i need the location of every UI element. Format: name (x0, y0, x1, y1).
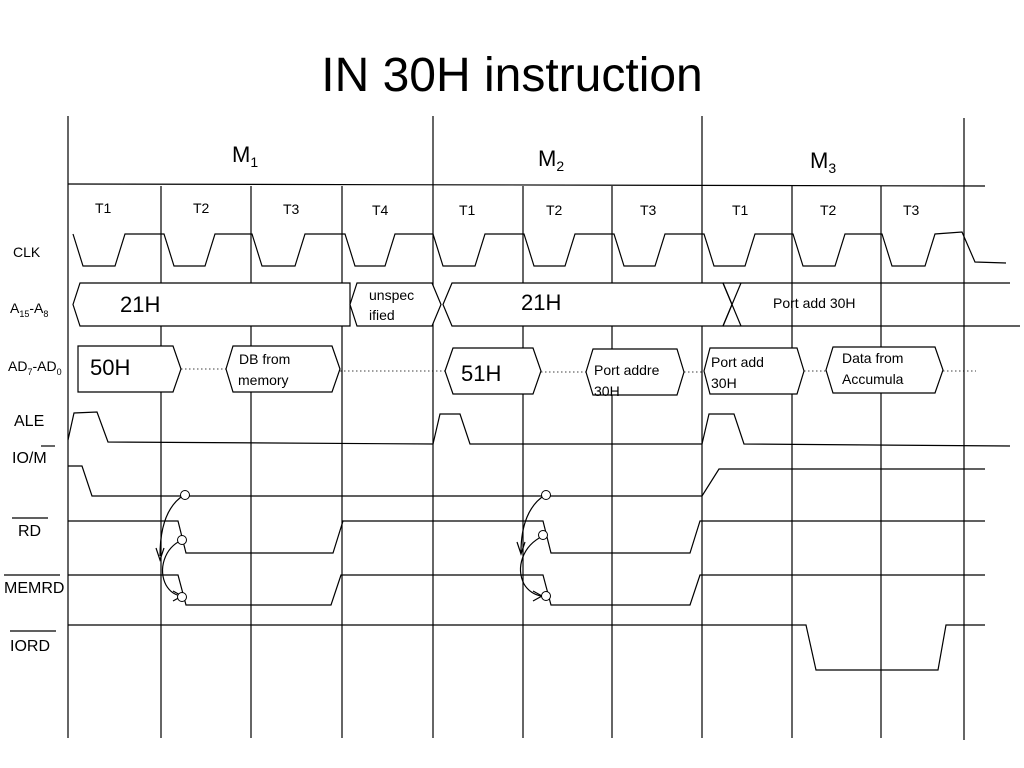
t-state-label: T1 (732, 202, 749, 218)
grid-line-header (67, 183, 986, 187)
causality-arrows-m2 (516, 490, 551, 602)
addr-high-value-2a: unspec (369, 287, 414, 303)
addr-low-value-5a: Port add (711, 354, 764, 370)
addr-high-value-3: 21H (521, 290, 561, 315)
grid (67, 116, 986, 740)
iord-waveform (68, 624, 985, 671)
addr-low-value-4b: 30H (594, 383, 620, 399)
t-state-label: T2 (820, 202, 837, 218)
ale-waveform (67, 411, 1011, 447)
t-state-label: T3 (283, 201, 300, 217)
addr-high-value-2b: ified (369, 307, 395, 323)
t-state-label: T1 (459, 202, 476, 218)
signal-label-rd: RD (18, 523, 41, 540)
addr-high-bus (72, 282, 1020, 327)
addr-low-value-5b: 30H (711, 375, 737, 391)
addr-low-value-2b: memory (238, 372, 289, 388)
addr-low-value-6a: Data from (842, 350, 903, 366)
signal-label-iord: IORD (10, 638, 50, 655)
page-title: IN 30H instruction (321, 49, 703, 102)
machine-cycle-label-1: M1 (232, 142, 258, 170)
machine-cycle-label-2: M2 (538, 146, 564, 174)
addr-low-bus (77, 345, 976, 396)
signal-label-io-m: IO/M (12, 450, 47, 467)
t-state-label: T2 (193, 200, 210, 216)
t-state-label: T2 (546, 202, 563, 218)
signal-label-memrd: MEMRD (4, 580, 64, 597)
addr-low-value-1: 50H (90, 355, 130, 380)
addr-high-value-4: Port add 30H (773, 295, 856, 311)
addr-low-value-3: 51H (461, 361, 501, 386)
t-state-label: T3 (903, 202, 920, 218)
addr-low-value-4a: Port addre (594, 362, 660, 378)
addr-high-value-1: 21H (120, 292, 160, 317)
rd-waveform (68, 520, 985, 554)
machine-cycle-label-3: M3 (810, 148, 836, 176)
t-state-label: T3 (640, 202, 657, 218)
io-m-waveform (68, 465, 985, 497)
causality-arrows-m1 (155, 490, 190, 602)
t-state-label: T1 (95, 200, 112, 216)
signal-label-addr-high: A15-A8 (10, 300, 48, 319)
signal-label-clk: CLK (13, 244, 41, 260)
memrd-waveform (68, 574, 985, 606)
signal-label-addr-low: AD7-AD0 (8, 358, 62, 377)
addr-low-value-2a: DB from (239, 351, 290, 367)
signal-label-ale: ALE (14, 413, 44, 430)
addr-low-value-6b: Accumula (842, 371, 904, 387)
clk-waveform (72, 231, 1007, 267)
t-state-label: T4 (372, 202, 389, 218)
